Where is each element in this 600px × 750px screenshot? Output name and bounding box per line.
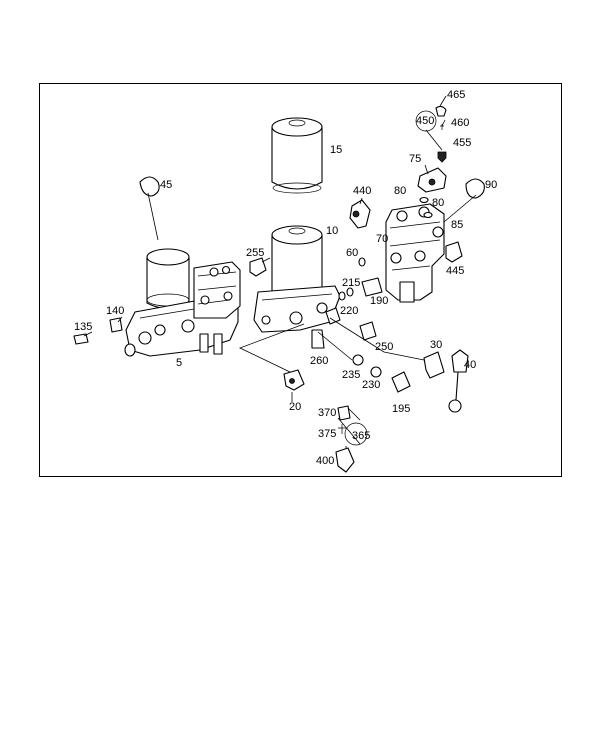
- part-label: 40: [464, 359, 476, 371]
- right-valve-assembly: [385, 105, 447, 303]
- part-label: 370: [318, 407, 336, 419]
- part-label: 450: [416, 115, 434, 127]
- part-label: 215: [342, 277, 360, 289]
- part-label: 195: [392, 403, 410, 415]
- part-label: 465: [447, 89, 465, 101]
- part-label: 260: [310, 355, 328, 367]
- part-label: 190: [370, 295, 388, 307]
- part-label: 60: [346, 247, 358, 259]
- left-air-dryer-assembly: [124, 248, 241, 357]
- diagram-frame: [39, 83, 562, 477]
- part-label: 10: [326, 225, 338, 237]
- small-parts: [73, 176, 485, 473]
- part-label: 135: [74, 321, 92, 333]
- part-label: 70: [376, 233, 388, 245]
- part-label: 445: [446, 265, 464, 277]
- part-label: 15: [330, 144, 342, 156]
- part-label: 460: [451, 117, 469, 129]
- center-air-dryer-assembly: [253, 117, 341, 333]
- part-label: 85: [451, 219, 463, 231]
- part-label: 80: [394, 185, 406, 197]
- part-label: 140: [106, 305, 124, 317]
- part-label: 235: [342, 369, 360, 381]
- part-label: 400: [316, 455, 334, 467]
- part-label: 255: [246, 247, 264, 259]
- part-label: 230: [362, 379, 380, 391]
- part-label: 440: [353, 185, 371, 197]
- part-label: 250: [375, 341, 393, 353]
- part-label: 220: [340, 305, 358, 317]
- leader-lines: [83, 95, 477, 448]
- part-label: 90: [485, 179, 497, 191]
- part-label: 30: [430, 339, 442, 351]
- part-label: 75: [409, 153, 421, 165]
- part-label: 20: [289, 401, 301, 413]
- part-label: 80: [432, 197, 444, 209]
- part-label: 455: [453, 137, 471, 149]
- part-labels: 465 460 450 455 75 15 90 440 80 80 85 45…: [74, 89, 497, 467]
- part-label: 5: [176, 357, 182, 369]
- part-label: 375: [318, 428, 336, 440]
- part-label: 365: [352, 430, 370, 442]
- part-label: 45: [160, 179, 172, 191]
